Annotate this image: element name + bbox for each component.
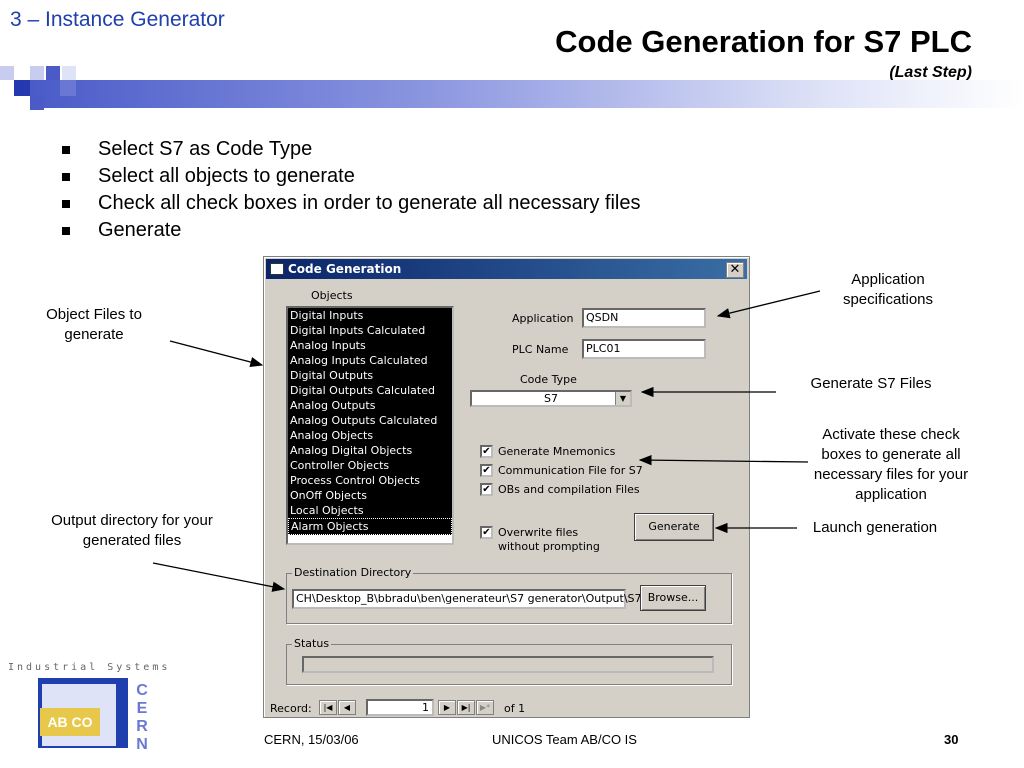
list-item[interactable]: Analog Outputs [290,399,376,412]
dialog-title: Code Generation [288,262,402,276]
code-type-select[interactable]: S7 ▼ [470,390,632,407]
objects-list[interactable]: Digital Inputs Digital Inputs Calculated… [288,308,452,535]
checkbox[interactable]: ✔ [480,526,493,539]
code-generation-dialog: Code Generation ✕ Objects Digital Inputs… [263,256,750,718]
next-record-icon[interactable]: ▶ [438,700,456,715]
list-item[interactable]: Analog Inputs [290,339,366,352]
destination-groupbox [286,573,732,624]
slide-title: Code Generation for S7 PLC [555,24,972,59]
list-item: Select all objects to generate [62,163,641,190]
banner-square [0,66,14,80]
generate-button[interactable]: Generate [634,513,714,541]
list-item[interactable]: Analog Objects [290,429,374,442]
bullet-icon [62,172,70,181]
list-item[interactable]: Digital Outputs Calculated [290,384,435,397]
code-type-value: S7 [544,392,558,405]
list-item: Generate [62,217,641,244]
record-label: Record: [270,702,312,715]
bullet-icon [62,145,70,154]
list-item[interactable]: Process Control Objects [290,474,421,487]
callout-generate-s7: Generate S7 Files [810,375,932,392]
callout-activate-checkboxes: Activate these check boxes to generate a… [813,426,969,503]
checkbox[interactable]: ✔ [480,445,493,458]
bullet-icon [62,199,70,208]
logo-top-text: Industrial Systems [8,662,171,673]
list-item[interactable]: Alarm Objects [288,518,452,535]
checkbox[interactable]: ✔ [480,464,493,477]
banner-square [46,66,60,80]
logo-abco-text: AB CO [40,708,100,736]
list-item[interactable]: Digital Inputs [290,309,364,322]
instruction-list: Select S7 as Code Type Select all object… [62,136,641,244]
abco-cern-logo: Industrial Systems AB CO CERN [8,656,178,764]
banner-square [60,80,76,96]
list-item: Select S7 as Code Type [62,136,641,163]
banner-square [14,80,30,96]
banner-square [30,66,44,80]
list-item[interactable]: Digital Outputs [290,369,374,382]
bullet-icon [62,226,70,235]
code-type-label: Code Type [520,373,577,386]
arrow-object-files [169,340,264,368]
footer-page-number: 30 [944,732,959,747]
checkbox[interactable]: ✔ [480,483,493,496]
banner-square [30,96,44,110]
callout-launch-generation: Launch generation [812,519,938,536]
callout-object-files: Object Files to generate [46,306,142,343]
form-icon [270,263,284,275]
record-count: of 1 [504,702,526,715]
plc-name-label: PLC Name [512,343,569,356]
record-number-field[interactable]: 1 [366,699,434,716]
banner-gradient-bar [30,80,1024,108]
close-icon[interactable]: ✕ [726,262,744,278]
list-item[interactable]: Local Objects [290,504,364,517]
checkbox-communication-file[interactable]: ✔ Communication File for S7 [480,464,643,477]
logo-cern-text: CERN [136,682,148,753]
chevron-down-icon[interactable]: ▼ [615,392,630,405]
previous-record-icon[interactable]: ◀ [338,700,356,715]
banner-square [62,66,76,80]
objects-label: Objects [311,289,353,302]
application-field[interactable]: QSDN [582,308,706,328]
slide-subtitle: (Last Step) [889,64,972,81]
list-item[interactable]: Analog Outputs Calculated [290,414,438,427]
last-record-icon[interactable]: ▶| [457,700,475,715]
list-item: Check all check boxes in order to genera… [62,190,641,217]
browse-button[interactable]: Browse... [640,585,706,611]
status-groupbox [286,644,732,685]
list-item[interactable]: Digital Inputs Calculated [290,324,426,337]
objects-listbox[interactable]: Digital Inputs Digital Inputs Calculated… [286,306,454,545]
callout-application-specs: Application specifications [842,271,934,308]
destination-label: Destination Directory [292,566,414,579]
list-item[interactable]: Analog Inputs Calculated [290,354,428,367]
footer-date: CERN, 15/03/06 [264,732,359,747]
callout-output-directory: Output directory for your generated file… [51,512,213,549]
plc-name-field[interactable]: PLC01 [582,339,706,359]
section-title: 3 – Instance Generator [10,8,225,31]
list-item[interactable]: Controller Objects [290,459,390,472]
checkbox-generate-mnemonics[interactable]: ✔ Generate Mnemonics [480,445,615,458]
new-record-icon[interactable]: ▶* [476,700,494,715]
record-navigator: Record: |◀ ◀ 1 ▶ ▶| ▶* of 1 [264,697,749,719]
list-item[interactable]: Analog Digital Objects [290,444,413,457]
list-item[interactable]: OnOff Objects [290,489,367,502]
checkbox-overwrite-files[interactable]: ✔ Overwrite files without prompting [480,526,600,554]
first-record-icon[interactable]: |◀ [319,700,337,715]
dialog-title-bar: Code Generation ✕ [266,259,747,279]
status-progress-bar [302,656,714,673]
footer-team: UNICOS Team AB/CO IS [492,732,637,747]
checkbox-obs-compilation[interactable]: ✔ OBs and compilation Files [480,483,640,496]
status-label: Status [292,637,332,650]
destination-field[interactable]: CH\Desktop_B\bbradu\ben\generateur\S7 ge… [292,589,642,609]
application-label: Application [512,312,574,325]
